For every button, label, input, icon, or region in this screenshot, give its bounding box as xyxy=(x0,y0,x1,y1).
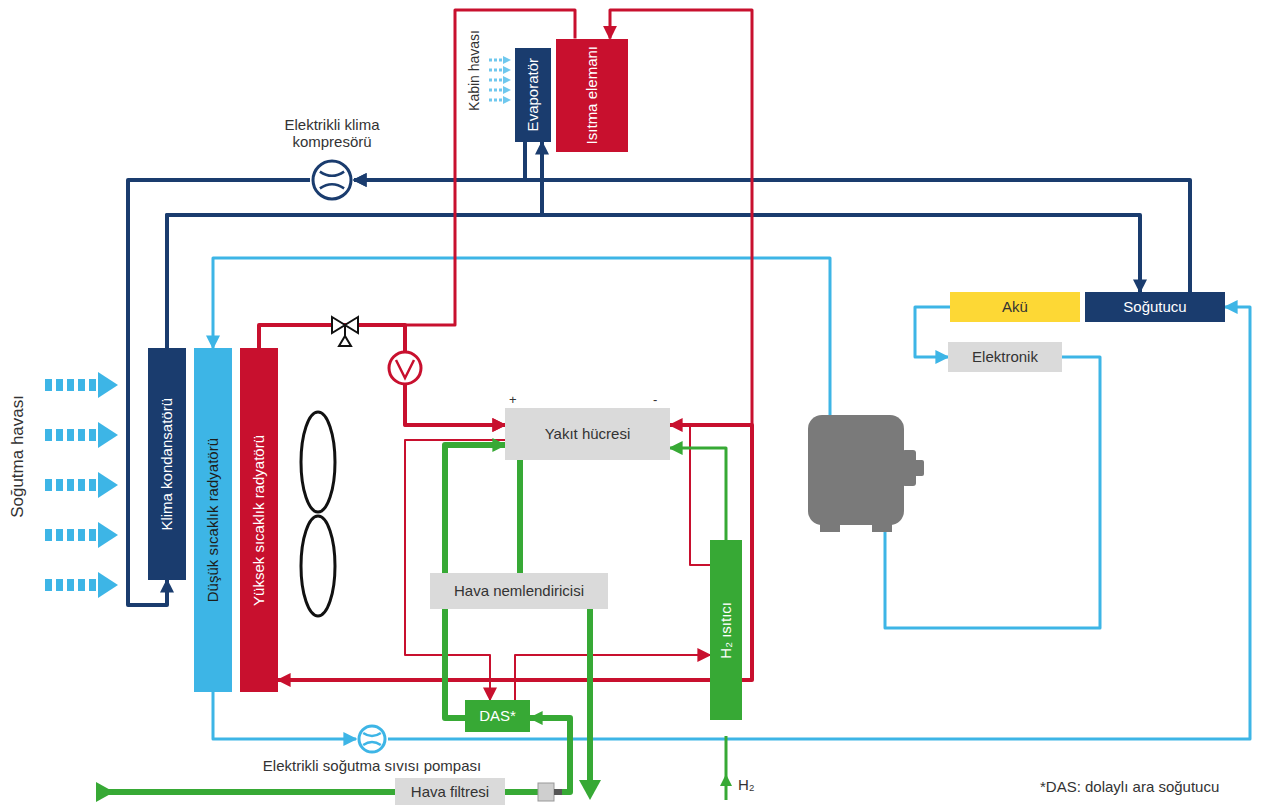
terminal-plus-text: + xyxy=(509,392,517,407)
air-inlet-line xyxy=(96,782,395,802)
box-label: Yüksek sıcaklık radyatörü xyxy=(250,435,267,606)
pipe-connector xyxy=(213,258,1100,628)
pipe-connector xyxy=(259,325,505,425)
intercooler-box: DAS* xyxy=(465,700,530,732)
air-filter-box: Hava filtresi xyxy=(395,778,505,805)
three-way-valve xyxy=(332,317,358,346)
hydrogen-label-text: H₂ xyxy=(738,776,755,793)
pipe-connector xyxy=(610,10,752,425)
hydrogen-inlet-line xyxy=(720,736,732,800)
pipe-connector xyxy=(354,180,1190,292)
box-label: Yakıt hücresi xyxy=(545,425,631,442)
symbol-label: Elektrikli klima kompresörü xyxy=(252,116,412,151)
radiator-box: Düşük sıcaklık radyatörü xyxy=(194,348,232,692)
footnote-text: *DAS: dolaylı ara soğutucu xyxy=(1040,778,1219,795)
pipe-connector xyxy=(213,692,356,739)
cabin-air-label-text: Kabin havası xyxy=(466,30,482,111)
pipe-connector xyxy=(670,448,726,540)
cooling-air-label-text: Soğutma havası xyxy=(8,395,28,518)
pump-outline xyxy=(356,723,388,755)
pipe-connector xyxy=(278,425,752,680)
box-label: Evaporatör xyxy=(524,58,541,131)
radiator-box: Yüksek sıcaklık radyatörü xyxy=(240,348,278,692)
box-label: Klima kondansatörü xyxy=(158,398,175,531)
electric-motor xyxy=(808,415,924,532)
pipe-connector xyxy=(670,425,710,565)
cooling-air-label: Soğutma havası xyxy=(8,395,28,523)
pipe-connector xyxy=(167,142,542,348)
battery-box: Akü xyxy=(950,292,1080,322)
terminal-plus: + xyxy=(509,392,517,407)
hydrogen-heater-box: H₂ ısıtıcı xyxy=(710,540,742,720)
pipe-connector xyxy=(354,142,525,180)
humidifier-box: Hava nemlendiricisi xyxy=(430,573,608,609)
exhaust-line xyxy=(579,609,601,800)
air-compressor-symbol xyxy=(538,783,562,801)
box-label: H₂ ısıtıcı xyxy=(717,602,734,659)
pipe-connector xyxy=(915,307,950,357)
box-label: Akü xyxy=(1002,298,1028,315)
cooler-box: Soğutucu xyxy=(1085,292,1225,322)
box-label: Isıtma elemanı xyxy=(583,46,600,144)
box-label: Hava filtresi xyxy=(411,783,489,800)
compressor-symbol: Elektrikli klima kompresörü xyxy=(310,158,354,202)
condenser-box: Klima kondansatörü xyxy=(148,348,186,580)
pipe-connector xyxy=(388,307,1250,739)
pipe-connector xyxy=(405,10,575,425)
pipe-connector xyxy=(167,215,1140,348)
box-label: DAS* xyxy=(479,707,516,724)
radiator-fan xyxy=(301,412,335,616)
cooling-air-arrows xyxy=(45,372,118,598)
terminal-minus: - xyxy=(653,392,657,407)
electronics-box: Elektronik xyxy=(948,342,1062,372)
box-label: Hava nemlendiricisi xyxy=(454,582,584,599)
pipe-connector xyxy=(517,460,523,573)
terminal-minus-text: - xyxy=(653,392,657,407)
compressor-outline xyxy=(310,158,354,202)
pipe-connector xyxy=(405,440,505,700)
high-temp-pump xyxy=(389,352,421,384)
cabin-air-label: Kabin havası xyxy=(466,30,482,114)
fuel-cell-box: Yakıt hücresi xyxy=(505,408,670,460)
box-label: Düşük sıcaklık radyatörü xyxy=(204,438,221,602)
symbol-label: Elektrikli soğutma sıvısı pompası xyxy=(263,757,481,774)
pump-symbol: Elektrikli soğutma sıvısı pompası xyxy=(356,723,388,755)
heater-box: Isıtma elemanı xyxy=(556,39,628,152)
evaporator-box: Evaporatör xyxy=(515,48,551,142)
hydrogen-label: H₂ xyxy=(738,776,755,793)
box-label: Elektronik xyxy=(972,348,1038,365)
footnote-text-text: *DAS: dolaylı ara soğutucu xyxy=(1040,778,1219,795)
pipe-connector xyxy=(515,655,710,700)
box-label: Soğutucu xyxy=(1123,298,1186,315)
cabin-air-arrows xyxy=(489,56,511,104)
